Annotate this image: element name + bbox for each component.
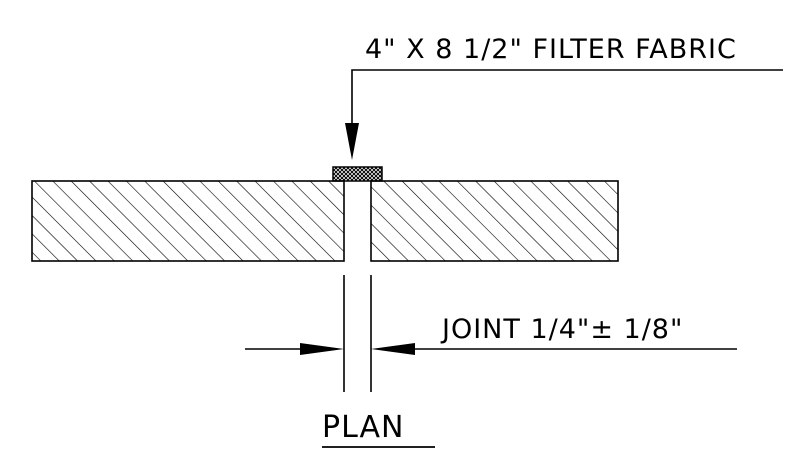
- filter-fabric-strip: [332, 166, 383, 182]
- right-slab: [370, 180, 619, 262]
- filter-fabric-arrowhead: [345, 123, 359, 160]
- filter-fabric-leader: [351, 69, 783, 125]
- joint-label: JOINT 1/4"± 1/8": [440, 314, 683, 345]
- filter-fabric-label: 4" X 8 1/2" FILTER FABRIC: [365, 34, 737, 65]
- left-slab: [31, 180, 345, 262]
- left-dimension-arrowhead: [300, 343, 344, 355]
- view-title: PLAN: [322, 410, 404, 445]
- right-dimension-arrowhead: [371, 343, 415, 355]
